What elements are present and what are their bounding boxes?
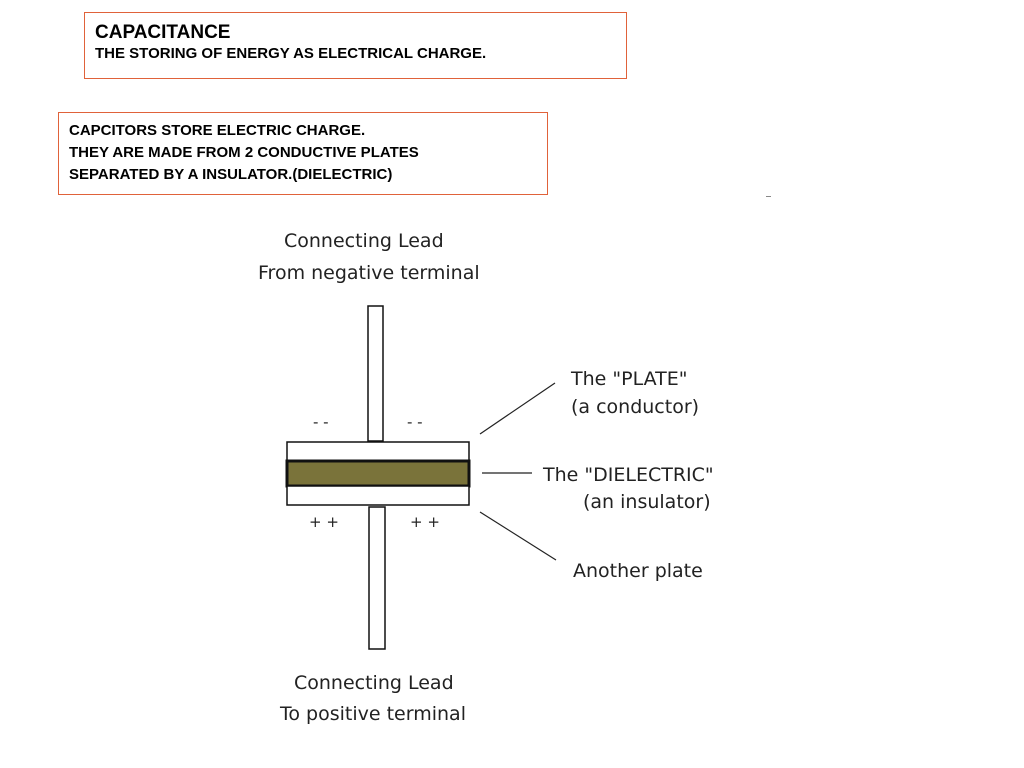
bottom-lead-label-2: To positive terminal — [279, 703, 466, 725]
bottom-plate — [286, 485, 470, 506]
info-box: CAPCITORS STORE ELECTRIC CHARGE. THEY AR… — [58, 112, 548, 195]
plate-label-2: (a conductor) — [571, 396, 699, 418]
plate-pointer-line — [479, 382, 556, 435]
top-lead — [367, 305, 384, 442]
page-subtitle: THE STORING OF ENERGY AS ELECTRICAL CHAR… — [95, 45, 487, 62]
other-plate-pointer-line — [479, 511, 557, 561]
other-plate-label: Another plate — [573, 560, 703, 582]
top-lead-label-2: From negative terminal — [258, 262, 480, 284]
negative-sign-left: - - — [313, 413, 329, 431]
dielectric-label-2: (an insulator) — [583, 491, 711, 513]
top-lead-label-1: Connecting Lead — [284, 230, 444, 252]
top-plate — [286, 441, 470, 462]
info-line-2: THEY ARE MADE FROM 2 CONDUCTIVE PLATES — [69, 144, 419, 161]
positive-sign-right: + + — [410, 513, 440, 531]
info-line-1: CAPCITORS STORE ELECTRIC CHARGE. — [69, 122, 366, 139]
title-box: CAPACITANCE THE STORING OF ENERGY AS ELE… — [84, 12, 627, 79]
dielectric-layer — [285, 459, 471, 488]
stray-mark — [766, 196, 771, 197]
negative-sign-right: - - — [407, 413, 423, 431]
page-title: CAPACITANCE — [95, 22, 231, 43]
positive-sign-left: + + — [309, 513, 339, 531]
info-line-3: SEPARATED BY A INSULATOR.(DIELECTRIC) — [69, 166, 393, 183]
dielectric-label-1: The "DIELECTRIC" — [542, 464, 714, 486]
bottom-lead — [368, 506, 386, 650]
plate-label-1: The "PLATE" — [570, 368, 687, 390]
bottom-lead-label-1: Connecting Lead — [294, 672, 454, 694]
